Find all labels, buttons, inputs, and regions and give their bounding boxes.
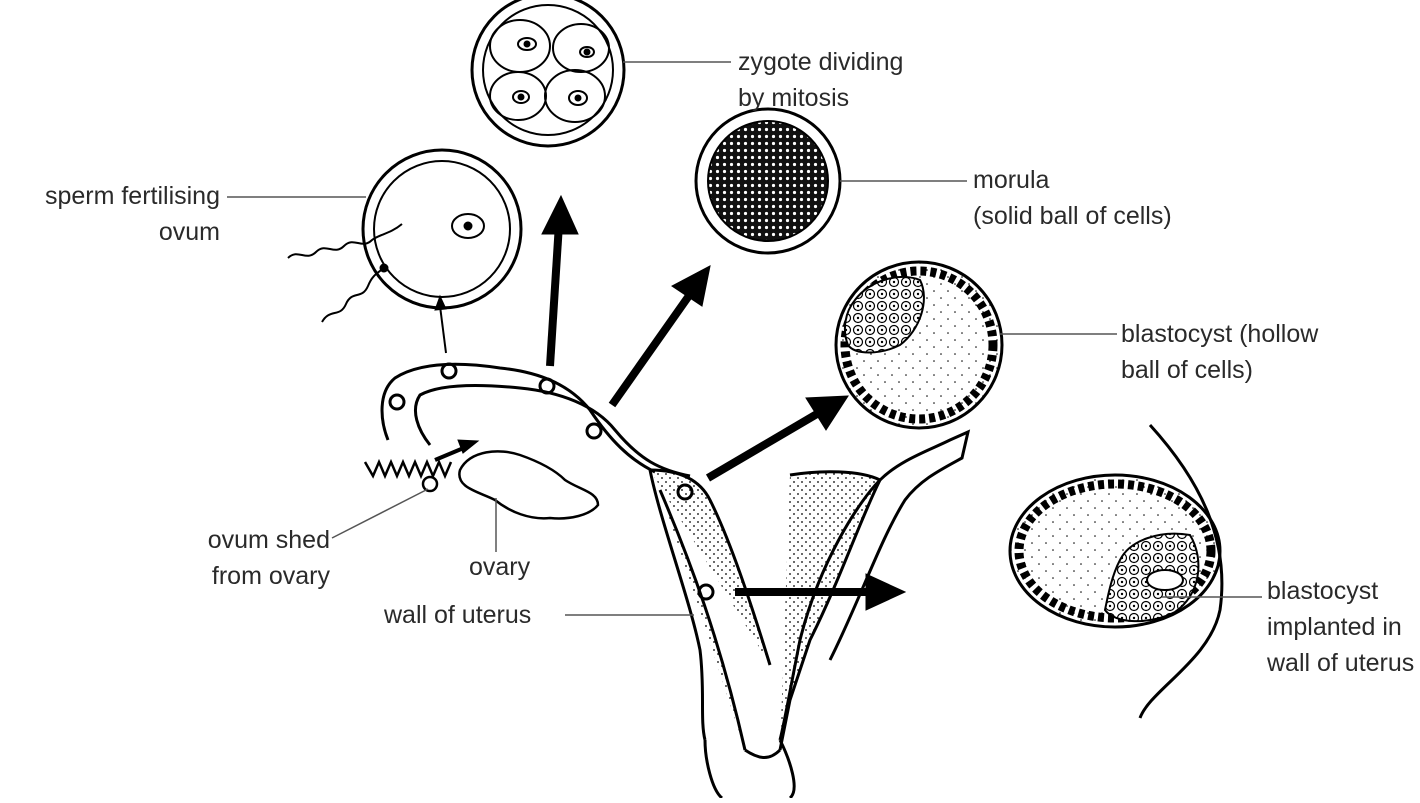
label-ovum-shed: ovum shed from ovary	[150, 522, 330, 594]
uterus-left-lining	[650, 470, 770, 750]
label-zygote: zygote dividing by mitosis	[738, 44, 903, 116]
label-sperm-line1: sperm fertilising	[10, 178, 220, 214]
label-wall-line1: wall of uterus	[384, 597, 531, 633]
label-ovum-shed-line1: ovum shed	[150, 522, 330, 558]
label-blastocyst: blastocyst (hollow ball of cells)	[1121, 316, 1318, 388]
label-wall: wall of uterus	[384, 597, 531, 633]
label-sperm-line2: ovum	[10, 214, 220, 250]
fertilisation-stage	[288, 150, 521, 322]
label-sperm: sperm fertilising ovum	[10, 178, 220, 250]
label-morula-line2: (solid ball of cells)	[973, 198, 1172, 234]
zygote-stage	[472, 0, 624, 146]
label-blastocyst-line2: ball of cells)	[1121, 352, 1318, 388]
morula-stage	[696, 109, 840, 253]
label-zygote-line2: by mitosis	[738, 80, 903, 116]
ovary-shape	[423, 451, 598, 518]
blastocyst-stage	[836, 262, 1002, 428]
label-ovary-line1: ovary	[469, 549, 530, 585]
fimbriae	[365, 462, 451, 476]
uterus-right-lining	[780, 472, 880, 750]
label-blastocyst-line1: blastocyst (hollow	[1121, 316, 1318, 352]
label-morula: morula (solid ball of cells)	[973, 162, 1172, 234]
arrow-to-ovum	[440, 306, 446, 353]
label-morula-line1: morula	[973, 162, 1172, 198]
label-implanted-line2: implanted in	[1267, 609, 1414, 645]
label-zygote-line1: zygote dividing	[738, 44, 903, 80]
label-implanted-line1: blastocyst	[1267, 573, 1414, 609]
label-ovary: ovary	[469, 549, 530, 585]
sperm-tail-upper	[288, 224, 402, 258]
label-ovum-shed-line2: from ovary	[150, 558, 330, 594]
label-implanted-line3: wall of uterus	[1267, 645, 1414, 681]
arrow-to-blastocyst	[708, 411, 822, 478]
implanted-stage	[1010, 425, 1222, 718]
shed-ovum	[423, 477, 437, 491]
label-implanted: blastocyst implanted in wall of uterus	[1267, 573, 1414, 681]
uterus	[650, 432, 968, 798]
arrow-to-zygote	[550, 224, 559, 366]
arrow-to-morula	[612, 290, 693, 405]
sperm-tail-lower	[322, 268, 384, 322]
